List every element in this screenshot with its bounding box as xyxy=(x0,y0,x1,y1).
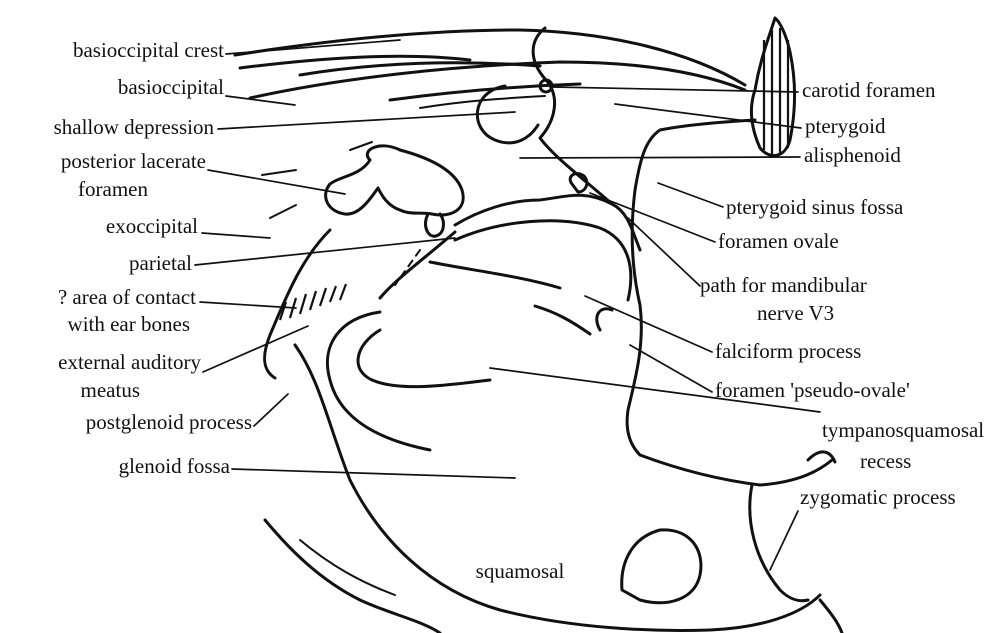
label-pterygoid: pterygoid xyxy=(805,114,886,138)
label-basioccipital: basioccipital xyxy=(118,75,224,99)
label-squamosal: squamosal xyxy=(476,559,565,583)
label-foramen-pseudo-ovale: foramen 'pseudo-ovale' xyxy=(715,378,910,402)
label-tympanosquamosal-line1: tympanosquamosal xyxy=(822,418,984,442)
label-posterior-lacerate-line1: posterior lacerate xyxy=(61,149,206,173)
label-shallow-depression: shallow depression xyxy=(54,115,215,139)
label-carotid-foramen: carotid foramen xyxy=(802,78,936,102)
label-falciform-process: falciform process xyxy=(715,339,861,363)
label-exoccipital: exoccipital xyxy=(106,214,198,238)
label-alisphenoid: alisphenoid xyxy=(804,143,901,167)
label-pterygoid-sinus-fossa: pterygoid sinus fossa xyxy=(726,195,904,219)
label-ear-contact-line2: with ear bones xyxy=(68,312,190,336)
label-mandibular-path-line1: path for mandibular xyxy=(700,273,867,297)
label-parietal: parietal xyxy=(129,251,192,275)
label-external-auditory-line2: meatus xyxy=(81,378,140,402)
label-glenoid-fossa: glenoid fossa xyxy=(119,454,231,478)
label-posterior-lacerate-line2: foramen xyxy=(78,177,148,201)
skull-outline xyxy=(235,18,842,633)
label-zygomatic-process: zygomatic process xyxy=(800,485,956,509)
label-external-auditory-line1: external auditory xyxy=(58,350,201,374)
label-foramen-ovale: foramen ovale xyxy=(718,229,839,253)
label-ear-contact-line1: ? area of contact xyxy=(58,285,196,309)
leader-lines xyxy=(195,40,820,570)
labels-left: basioccipital crest basioccipital shallo… xyxy=(54,38,565,583)
label-basioccipital-crest: basioccipital crest xyxy=(73,38,224,62)
labels-right: carotid foramen pterygoid alisphenoid pt… xyxy=(700,78,984,509)
label-postglenoid-process: postglenoid process xyxy=(86,410,252,434)
label-tympanosquamosal-line2: recess xyxy=(860,449,911,473)
label-mandibular-path-line2: nerve V3 xyxy=(757,301,834,325)
